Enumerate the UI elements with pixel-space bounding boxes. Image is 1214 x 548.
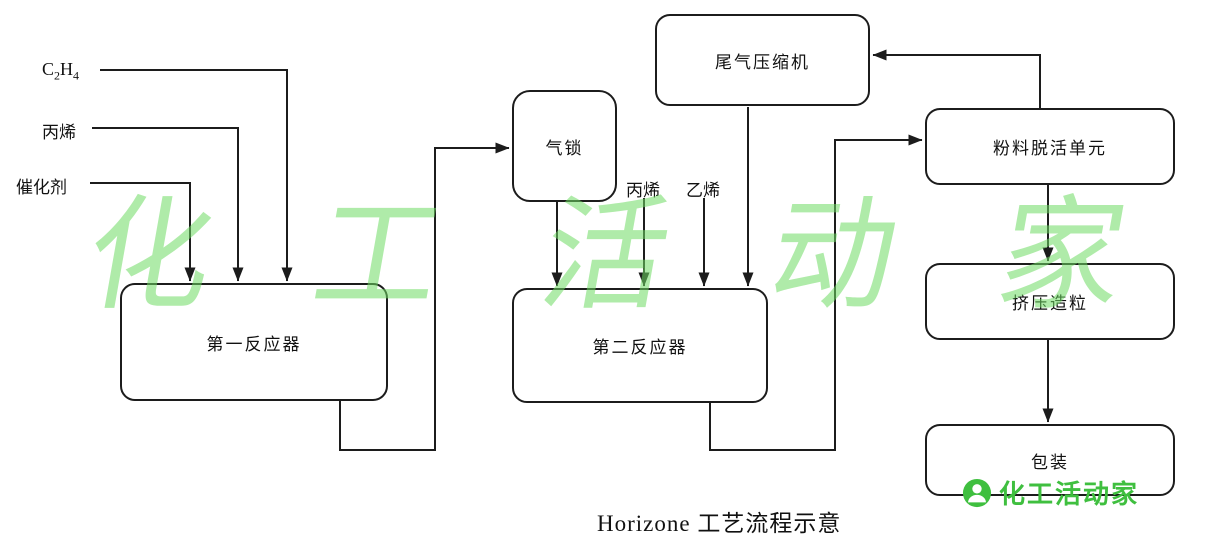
label-propylene-feed2: 丙烯 [626, 181, 660, 200]
watermark-logo-icon [962, 478, 992, 508]
node-tail-gas-compressor-label: 尾气压缩机 [715, 52, 810, 72]
node-gas-lock: 气锁 [512, 90, 617, 202]
node-extrusion-granulation-label: 挤压造粒 [1012, 294, 1088, 313]
node-second-reactor: 第二反应器 [512, 288, 768, 403]
footer-watermark: 化工活动家 [962, 474, 1139, 511]
line-first-reactor-to-gas-lock [339, 142, 510, 451]
node-second-reactor-label: 第二反应器 [592, 338, 688, 357]
node-extrusion-granulation: 挤压造粒 [925, 263, 1175, 340]
line-propylene-to-first-reactor [92, 127, 244, 282]
node-powder-deactivation-unit-label: 粉料脱活单元 [993, 139, 1107, 158]
line-c2h4-to-first-reactor [100, 69, 293, 282]
line-second-reactor-to-powder-unit [709, 134, 923, 451]
label-propylene-feed1: 丙烯 [42, 123, 76, 142]
label-catalyst: 催化剂 [16, 178, 67, 197]
footer-watermark-text: 化工活动家 [999, 479, 1140, 509]
line-powder-unit-to-compressor [872, 49, 1041, 108]
line-catalyst-to-first-reactor [90, 182, 196, 282]
node-first-reactor-label: 第一反应器 [206, 334, 302, 354]
node-gas-lock-label: 气锁 [545, 138, 584, 158]
diagram-title: Horizone 工艺流程示意 [597, 511, 842, 536]
node-tail-gas-compressor: 尾气压缩机 [655, 14, 870, 106]
node-packaging-label: 包装 [1031, 452, 1069, 472]
label-ethylene-feed: 乙烯 [686, 181, 720, 200]
node-first-reactor: 第一反应器 [120, 283, 388, 401]
label-c2h4: C2H4 [42, 59, 80, 83]
node-powder-deactivation-unit: 粉料脱活单元 [925, 108, 1175, 185]
